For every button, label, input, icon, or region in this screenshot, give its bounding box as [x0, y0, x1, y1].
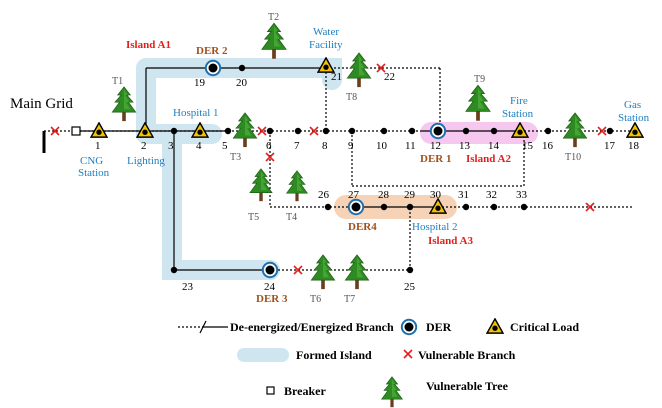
node-label: 19	[194, 77, 206, 89]
node-label: 9	[348, 140, 354, 152]
tree-label: T5	[248, 212, 259, 223]
facility-label: Station	[618, 112, 650, 124]
der-icon	[400, 318, 418, 336]
der-icon	[261, 261, 279, 279]
tree-icon	[249, 168, 273, 202]
facility-label: Lighting	[127, 155, 165, 167]
tree-label: T4	[286, 212, 297, 223]
legend-island-label: Formed Island	[296, 348, 372, 362]
tree-label: T10	[565, 152, 581, 163]
node-label: 3	[168, 140, 174, 152]
island-label: Island A1	[126, 39, 171, 51]
node-label: 20	[236, 77, 248, 89]
node-label: 17	[604, 140, 616, 152]
der-icon	[429, 122, 447, 140]
node-label: 4	[196, 140, 202, 152]
legend-branch-label: De-energized/Energized Branch	[230, 320, 394, 334]
der-label: DER 2	[196, 45, 228, 57]
node-label: 10	[376, 140, 388, 152]
tree-icon	[562, 112, 588, 148]
der-icon	[204, 59, 222, 77]
node-label: 5	[222, 140, 228, 152]
tree-label: T8	[346, 92, 357, 103]
node-label: 30	[430, 189, 442, 201]
facility-label: Fire	[510, 95, 528, 107]
node-label: 11	[405, 140, 416, 152]
critical-load-icon	[90, 122, 108, 138]
island-label: Island A3	[428, 235, 473, 247]
facility-label: Hospital 1	[173, 107, 219, 119]
facility-label: Facility	[309, 39, 343, 51]
der-icon	[347, 198, 365, 216]
bus-nodes	[170, 64, 614, 274]
node-label: 29	[404, 189, 416, 201]
island-a2	[420, 122, 538, 144]
node-label: 32	[486, 189, 497, 201]
node-label: 15	[522, 140, 534, 152]
vulnerable-branch-markers	[50, 63, 607, 275]
node-label: 18	[628, 140, 640, 152]
node-label: 25	[404, 281, 416, 293]
node-label: 13	[459, 140, 471, 152]
node-label: 26	[318, 189, 330, 201]
breaker-icon	[266, 386, 275, 395]
tree-icon	[261, 22, 287, 60]
legend-critical-label: Critical Load	[510, 320, 579, 334]
node-label: 1	[95, 140, 101, 152]
facility-label: CNG	[80, 155, 103, 167]
node-label: 16	[542, 140, 554, 152]
tree-label: T7	[344, 294, 355, 305]
facility-label: Gas	[624, 99, 641, 111]
node-label: 31	[458, 189, 469, 201]
legend-vulnerable-branch-label: Vulnerable Branch	[418, 348, 516, 362]
tree-icon	[381, 376, 403, 408]
facility-label: Station	[78, 167, 110, 179]
tree-label: T1	[112, 76, 123, 87]
tree-label: T6	[310, 294, 321, 305]
node-label: 33	[516, 189, 528, 201]
facility-label: Water	[313, 26, 339, 38]
tree-label: T3	[230, 152, 241, 163]
tree-icon	[465, 84, 491, 122]
tree-label: T9	[474, 74, 485, 85]
island-label: Island A2	[466, 153, 511, 165]
tree-icon	[344, 254, 370, 290]
tree-icon	[232, 112, 258, 148]
node-label: 7	[294, 140, 300, 152]
critical-load-icon	[486, 318, 504, 334]
der-label: DER4	[348, 221, 377, 233]
tree-icon	[111, 86, 137, 122]
node-label: 28	[378, 189, 390, 201]
tree-icon	[346, 52, 372, 88]
node-label: 24	[264, 281, 276, 293]
main-grid-label: Main Grid	[10, 96, 73, 112]
node-label: 12	[430, 140, 441, 152]
node-label: 23	[182, 281, 194, 293]
tree-icon	[310, 254, 336, 290]
node-label: 22	[384, 71, 395, 83]
legend-tree-label: Vulnerable Tree	[426, 379, 509, 393]
legend-breaker-label: Breaker	[284, 384, 326, 398]
node-label: 8	[322, 140, 328, 152]
facility-label: Hospital 2	[412, 221, 458, 233]
legend-der-label: DER	[426, 320, 452, 334]
node-label: 21	[331, 71, 342, 83]
critical-load-icon	[626, 122, 644, 138]
node-label: 6	[266, 140, 272, 152]
node-label: 27	[348, 189, 360, 201]
facility-label: Station	[502, 108, 534, 120]
node-label: 14	[488, 140, 500, 152]
legend: De-energized/Energized Branch DER Critic…	[178, 318, 579, 408]
breaker-symbol	[71, 126, 81, 136]
tree-label: T2	[268, 12, 279, 23]
der-label: DER 1	[420, 153, 451, 165]
der-label: DER 3	[256, 293, 288, 305]
node-label: 2	[141, 140, 147, 152]
branch-lines	[42, 67, 634, 271]
tree-icon	[286, 170, 308, 202]
